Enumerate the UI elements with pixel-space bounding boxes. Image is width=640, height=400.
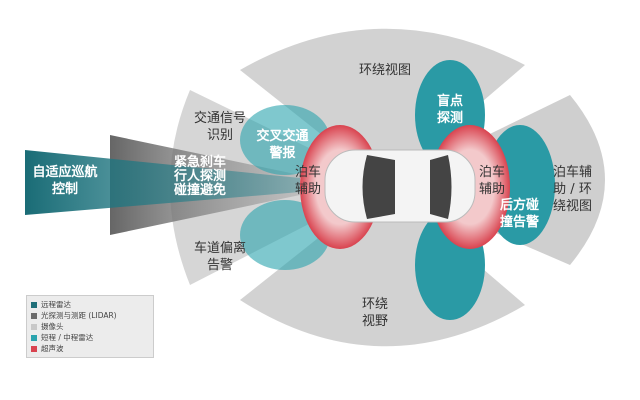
legend-label: 短程 / 中程雷达 <box>41 333 94 342</box>
legend-item: 摄像头 <box>31 321 149 332</box>
legend-label: 光探测与测距 (LIDAR) <box>41 311 117 320</box>
legend-item: 短程 / 中程雷达 <box>31 332 149 343</box>
legend-item: 光探测与测距 (LIDAR) <box>31 310 149 321</box>
legend-swatch <box>31 334 37 341</box>
car <box>324 149 476 223</box>
legend-label: 超声波 <box>41 344 64 353</box>
legend-swatch <box>31 301 37 308</box>
label-cross-traffic: 交叉交通 警报 <box>256 129 309 161</box>
label-park-rear: 泊车 辅助 <box>478 165 505 197</box>
label-park-surround-right: 泊车辅 助 / 环 绕视图 <box>552 165 592 214</box>
label-front-functions: 紧急刹车 行人探测 碰撞避免 <box>173 155 226 198</box>
legend-label: 摄像头 <box>41 322 64 331</box>
legend-label: 远程雷达 <box>41 300 71 309</box>
long-range-radar-beam <box>25 150 300 215</box>
label-rear-collision: 后方碰 撞告警 <box>499 198 539 230</box>
legend: 远程雷达 光探测与测距 (LIDAR) 摄像头 短程 / 中程雷达 超声波 <box>26 295 154 358</box>
legend-swatch <box>31 323 37 330</box>
label-traffic-sign: 交通信号 识别 <box>193 111 246 143</box>
label-park-front: 泊车 辅助 <box>294 165 321 197</box>
label-surround-view-bottom: 环绕 视野 <box>361 297 388 329</box>
label-surround-view-top: 环绕视图 <box>358 63 411 78</box>
legend-item: 远程雷达 <box>31 299 149 310</box>
label-blind-spot: 盲点 探测 <box>436 94 463 126</box>
label-lane-departure: 车道偏离 告警 <box>193 241 246 273</box>
legend-item: 超声波 <box>31 343 149 354</box>
legend-swatch <box>31 345 37 352</box>
label-acc: 自适应巡航 控制 <box>32 165 98 197</box>
legend-swatch <box>31 312 37 319</box>
